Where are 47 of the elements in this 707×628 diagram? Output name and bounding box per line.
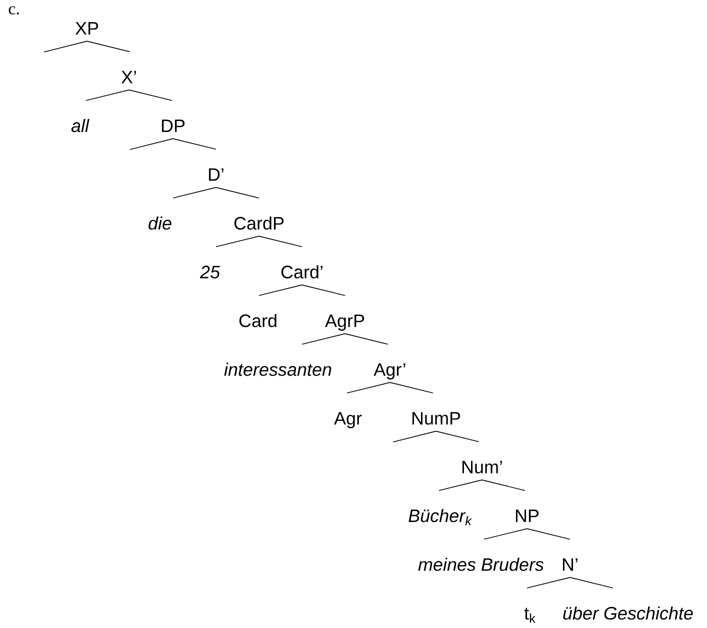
tree-label: all — [71, 118, 90, 132]
branch-line — [482, 480, 526, 491]
branch-line — [438, 480, 482, 491]
branch-line — [302, 333, 346, 345]
tree-label: NumP — [412, 412, 460, 425]
tree-label: die — [148, 216, 172, 230]
branch-line — [436, 430, 480, 442]
example-label: c. — [8, 6, 19, 14]
branch-line — [216, 187, 260, 198]
branch-line — [526, 528, 570, 540]
tree-label: Card — [239, 314, 276, 328]
branch-line — [484, 528, 528, 540]
tree-label: D’ — [208, 168, 224, 181]
tree-label: Card’ — [281, 265, 322, 278]
tree-label: XP — [75, 22, 98, 34]
branch-line — [392, 430, 436, 442]
tree-label: AgrP — [325, 314, 364, 331]
tree-label: interessanten — [224, 362, 332, 376]
tree-label: meines Bruders — [418, 558, 544, 571]
branch-line — [258, 236, 302, 248]
tree-label: über Geschichte — [563, 606, 693, 620]
tree-label: CardP — [234, 216, 284, 230]
branch-line — [216, 236, 260, 248]
branch-line — [86, 90, 130, 101]
branch-line — [44, 40, 88, 52]
branch-line — [346, 382, 390, 394]
branch-line — [172, 187, 216, 198]
branch-line — [130, 138, 174, 150]
branch-line — [390, 382, 434, 394]
branch-line — [526, 577, 570, 588]
tree-label: Agr’ — [374, 363, 406, 380]
branch-line — [86, 40, 130, 52]
branch-line — [344, 333, 388, 345]
branch-line — [302, 284, 346, 296]
branch-line — [570, 577, 614, 588]
tree-label: t$_{k}$ — [524, 608, 536, 623]
tree-label: Num’ — [462, 460, 502, 474]
tree-label: DP — [162, 120, 185, 132]
branch-line — [172, 138, 216, 150]
tree-label: NP — [516, 510, 539, 522]
branch-line — [258, 284, 302, 296]
tree-label: 25 — [200, 266, 220, 278]
tree-label: X’ — [121, 70, 136, 84]
tree-label: Bücher$_{k}$ — [408, 508, 472, 526]
tree-label: Agr — [334, 412, 362, 428]
tree-label: N’ — [562, 558, 578, 571]
branch-line — [128, 90, 172, 101]
